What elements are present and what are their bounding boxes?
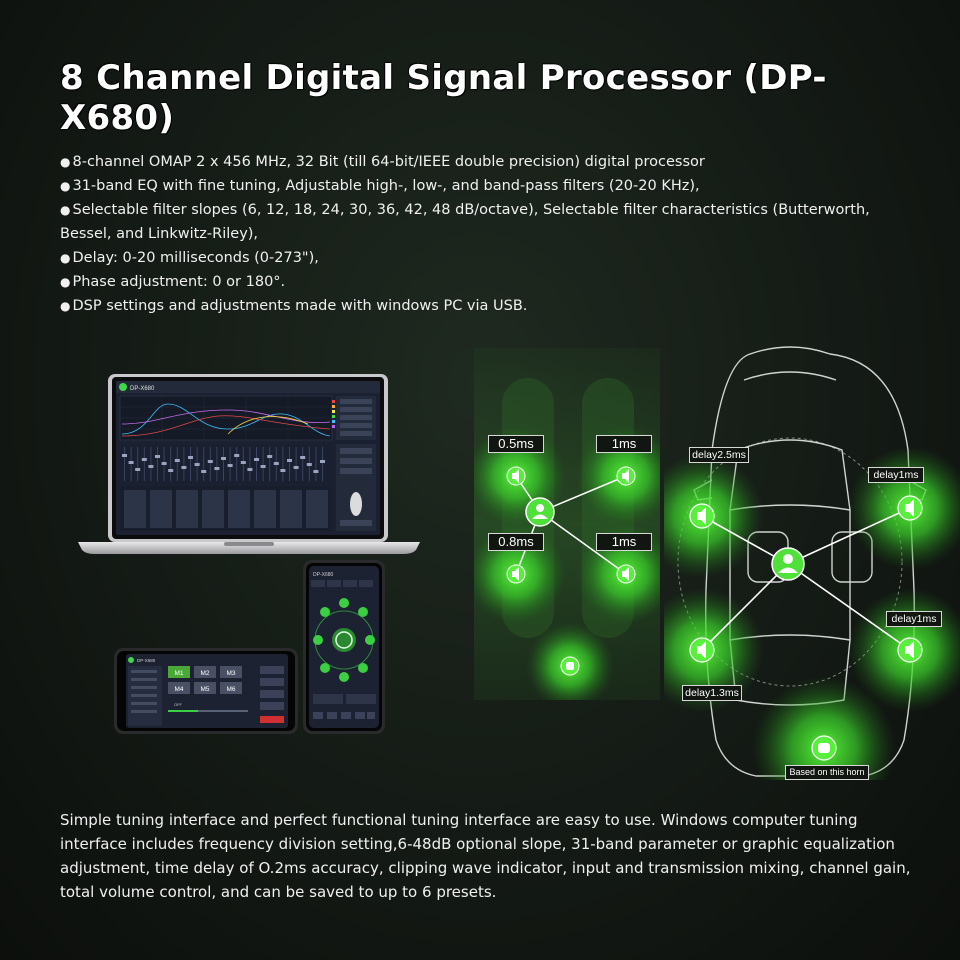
preset-m5-button[interactable] xyxy=(194,682,216,694)
horn-note-label: Based on this horn xyxy=(785,765,869,780)
bullet-icon: ● xyxy=(60,203,71,217)
feature-item: ●Phase adjustment: 0 or 180°. xyxy=(60,274,286,290)
preset-m4-button[interactable] xyxy=(168,682,190,694)
bullet-icon: ● xyxy=(60,179,71,193)
eq-fader-knob xyxy=(247,468,253,471)
eq-fader-knob xyxy=(313,470,319,473)
eq-fader-knob xyxy=(168,469,174,472)
car-delay-front-left: delay2.5ms xyxy=(689,447,749,463)
tablet-illustration: DP-X680 M1 M2 M3 M4 M5 M6 OFF xyxy=(114,648,298,734)
feature-item: ●8-channel OMAP 2 x 456 MHz, 32 Bit (til… xyxy=(60,154,705,170)
eq-fader-knob xyxy=(320,460,325,463)
delay-label-rear-left: 0.8ms xyxy=(488,533,544,551)
eq-fader-knob xyxy=(227,464,233,467)
eq-fader-knob xyxy=(128,461,134,464)
eq-fader-knob xyxy=(181,466,187,469)
car-delay-rear-right: delay1ms xyxy=(886,611,942,627)
svg-text:M1: M1 xyxy=(174,670,183,677)
eq-fader-knob xyxy=(207,460,213,463)
eq-fader-knob xyxy=(174,459,180,462)
speaker-delay-diagram xyxy=(474,348,660,700)
preset-m3-button[interactable] xyxy=(220,666,242,678)
svg-text:M5: M5 xyxy=(200,686,209,693)
svg-text:M2: M2 xyxy=(200,670,209,677)
eq-fader-knob xyxy=(155,455,160,458)
delay-label-rear-right: 1ms xyxy=(596,533,652,551)
eq-fader-knob xyxy=(306,463,312,466)
phone-illustration: DP-X680 xyxy=(303,560,385,734)
preset-m6-button[interactable] xyxy=(220,682,242,694)
eq-fader-knob xyxy=(267,455,273,458)
car-delay-front-right: delay1ms xyxy=(868,467,924,483)
laptop-base xyxy=(78,542,420,554)
feature-item-continued: Bessel, and Linkwitz-Riley), xyxy=(60,226,259,242)
tablet-app-name: DP-X680 xyxy=(137,658,156,663)
eq-fader-knob xyxy=(240,461,246,464)
eq-fader-knob xyxy=(234,454,240,457)
bullet-icon: ● xyxy=(60,155,71,169)
bullet-icon: ● xyxy=(60,275,71,289)
eq-fader-knob xyxy=(293,466,299,469)
eq-fader-knob xyxy=(214,467,220,470)
eq-fader-knob xyxy=(280,469,286,472)
eq-fader-knob xyxy=(260,465,266,468)
feature-item: ●Delay: 0-20 milliseconds (0-273"), xyxy=(60,250,319,266)
car-top-view-icon xyxy=(350,492,362,516)
horn-icon xyxy=(818,743,830,753)
off-label: OFF xyxy=(174,702,183,707)
svg-text:M6: M6 xyxy=(226,686,235,693)
svg-text:M4: M4 xyxy=(174,686,183,693)
laptop-app-name: DP-X680 xyxy=(130,386,155,392)
dsp-logo-icon xyxy=(335,631,353,649)
preset-m2-button[interactable] xyxy=(194,666,216,678)
bullet-icon: ● xyxy=(60,299,71,313)
car-delay-diagram xyxy=(664,346,960,780)
eq-fader-knob xyxy=(300,456,306,459)
eq-fader-knob xyxy=(221,457,226,460)
eq-fader-knob xyxy=(141,458,147,461)
app-logo-icon xyxy=(119,383,127,391)
svg-text:M3: M3 xyxy=(226,670,235,677)
eq-fader-knob xyxy=(148,465,154,468)
feature-list: ●8-channel OMAP 2 x 456 MHz, 32 Bit (til… xyxy=(60,150,920,318)
eq-fader-knob xyxy=(135,468,141,471)
preset-m1-button[interactable] xyxy=(168,666,190,678)
feature-item: ●31-band EQ with fine tuning, Adjustable… xyxy=(60,178,700,194)
feature-item: ●DSP settings and adjustments made with … xyxy=(60,298,528,314)
description-text: Simple tuning interface and perfect func… xyxy=(60,811,911,901)
delay-label-front-left: 0.5ms xyxy=(488,435,544,453)
eq-fader-knob xyxy=(188,456,193,459)
eq-fader-knob xyxy=(254,458,259,461)
eq-fader-knob xyxy=(122,454,127,457)
eq-faders xyxy=(120,444,332,484)
car-delay-rear-left: delay1.3ms xyxy=(682,685,742,701)
eq-fader-knob xyxy=(287,459,292,462)
laptop-illustration: DP-X680 xyxy=(78,374,420,554)
app-logo-icon xyxy=(128,657,134,663)
page-title: 8 Channel Digital Signal Processor (DP-X… xyxy=(60,58,827,138)
eq-fader-knob xyxy=(161,462,167,465)
eq-fader-knob xyxy=(201,470,207,473)
phone-app-name: DP-X680 xyxy=(313,572,334,578)
feature-item: ●Selectable filter slopes (6, 12, 18, 24… xyxy=(60,202,870,218)
bullet-icon: ● xyxy=(60,251,71,265)
eq-fader-knob xyxy=(273,462,279,465)
delay-label-front-right: 1ms xyxy=(596,435,652,453)
eq-fader-knob xyxy=(194,463,200,466)
